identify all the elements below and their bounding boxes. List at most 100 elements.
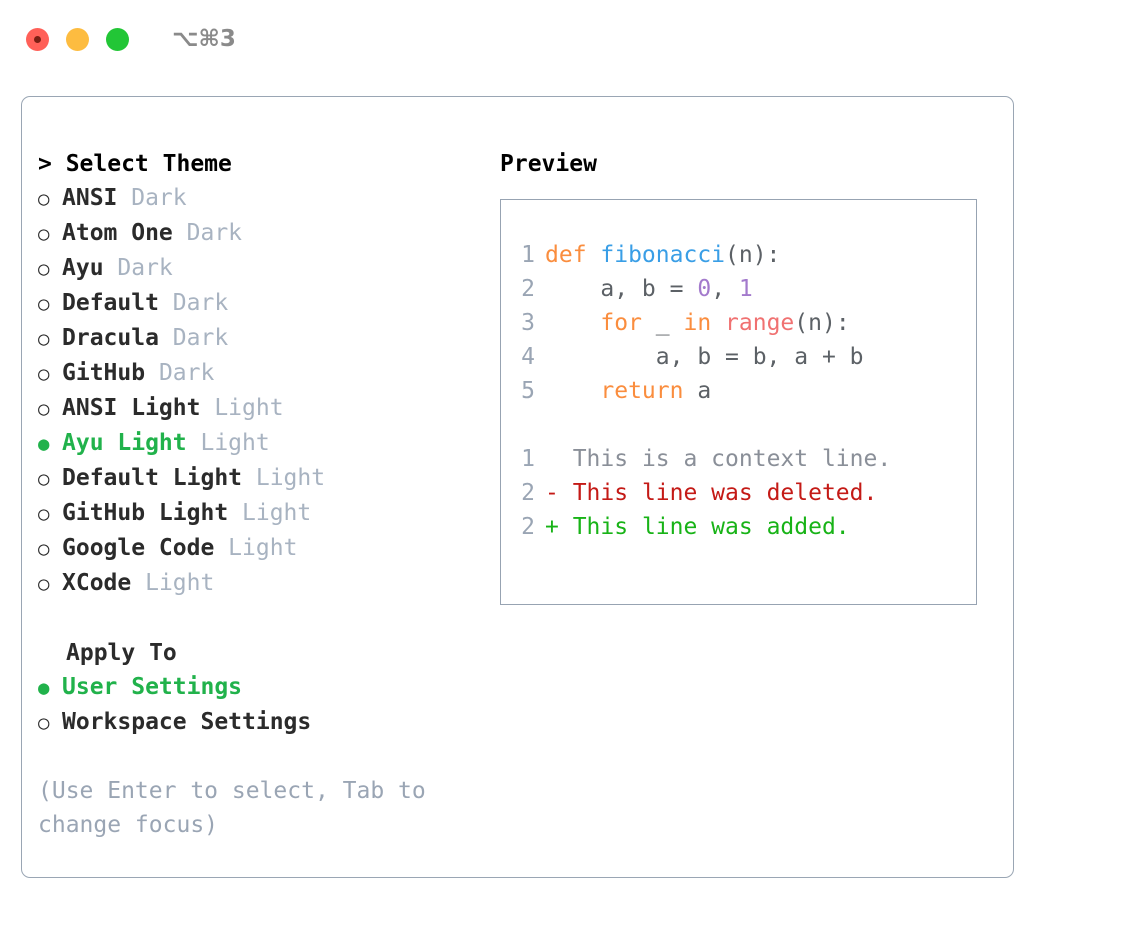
theme-option-label: ANSI	[62, 185, 118, 211]
apply-to-heading: Apply To	[66, 640, 177, 666]
code-token-punct: (n):	[794, 310, 850, 336]
theme-option-ayu-light[interactable]: ●Ayu Light Light	[38, 426, 478, 461]
line-number: 2	[521, 276, 535, 302]
theme-option-label: GitHub Light	[62, 500, 229, 526]
code-token-plain: a, b =	[545, 276, 698, 302]
code-token-fn: fibonacci	[600, 242, 726, 268]
theme-variant-badge: Light	[214, 535, 298, 561]
code-token-kw: def	[545, 242, 601, 268]
diff-line-ctx: 1 This is a context line.	[521, 442, 891, 476]
minimize-button-icon[interactable]	[66, 27, 89, 51]
code-token-plain	[545, 378, 600, 404]
theme-option-ansi-light[interactable]: ○ ANSI Light Light	[38, 391, 478, 426]
theme-variant-badge: Light	[131, 570, 215, 596]
code-line: 2 a, b = 0, 1	[521, 272, 891, 306]
main-panel: > Select Theme ○ANSI Dark○Atom One Dark○…	[21, 96, 1014, 878]
line-number: 4	[521, 344, 535, 370]
line-number: 2	[521, 514, 535, 540]
radio-unselected-icon[interactable]: ○	[38, 258, 50, 280]
code-token-plain: a, b = b, a + b	[545, 344, 864, 370]
keyboard-hint-text: (Use Enter to select, Tab to change focu…	[38, 778, 440, 838]
code-token-plain: ,	[711, 276, 739, 302]
code-token-num: 0	[697, 276, 712, 302]
theme-option-label: Dracula	[62, 325, 159, 351]
radio-unselected-icon[interactable]: ○	[38, 468, 50, 490]
diff-text: This line was deleted.	[572, 480, 878, 506]
radio-unselected-icon[interactable]: ○	[38, 223, 50, 245]
code-line: 5 return a	[521, 374, 891, 408]
theme-option-default[interactable]: ○Default Dark	[38, 286, 478, 321]
theme-option-label: Default Light	[62, 465, 243, 491]
line-number: 3	[521, 310, 535, 336]
maximize-button-icon[interactable]	[106, 27, 129, 51]
radio-unselected-icon[interactable]: ○	[38, 188, 50, 210]
radio-unselected-icon[interactable]: ○	[38, 538, 50, 560]
preview-heading: Preview	[500, 151, 597, 177]
panel-columns: > Select Theme ○ANSI Dark○Atom One Dark○…	[22, 97, 1013, 877]
code-token-plain	[711, 310, 725, 336]
code-token-plain	[545, 310, 600, 336]
theme-variant-badge: Light	[228, 500, 312, 526]
radio-selected-icon[interactable]: ●	[38, 433, 50, 455]
theme-option-github-light[interactable]: ○ GitHub Light Light	[38, 496, 478, 531]
theme-option-label: Ayu Light	[62, 430, 187, 456]
radio-unselected-icon[interactable]: ○	[38, 398, 50, 420]
code-line: 4 a, b = b, a + b	[521, 340, 891, 374]
apply-to-option-workspace-settings[interactable]: ○ Workspace Settings	[38, 705, 478, 740]
theme-option-ayu[interactable]: ○Ayu Dark	[38, 251, 478, 286]
select-theme-heading: > Select Theme	[38, 151, 232, 177]
theme-option-xcode[interactable]: ○ XCode Light	[38, 566, 478, 601]
code-token-plain: _	[641, 310, 684, 336]
theme-option-atom-one[interactable]: ○ Atom One Dark	[38, 216, 478, 251]
radio-unselected-icon[interactable]: ○	[38, 293, 50, 315]
theme-variant-badge: Dark	[103, 255, 173, 281]
theme-option-label: ANSI Light	[62, 395, 201, 421]
apply-to-option-list[interactable]: ● User Settings ○ Workspace Settings	[38, 670, 478, 740]
theme-option-label: GitHub	[62, 360, 146, 386]
theme-option-label: XCode	[62, 570, 132, 596]
diff-text: This line was added.	[572, 514, 850, 540]
radio-selected-icon[interactable]: ●	[38, 677, 50, 699]
line-number: 2	[521, 480, 535, 506]
radio-unselected-icon[interactable]: ○	[38, 503, 50, 525]
theme-option-default-light[interactable]: ○ Default Light Light	[38, 461, 478, 496]
theme-option-google-code[interactable]: ○ Google Code Light	[38, 531, 478, 566]
code-token-punct: (n):	[725, 242, 781, 268]
theme-variant-badge: Light	[242, 465, 326, 491]
theme-option-ansi[interactable]: ○ANSI Dark	[38, 181, 478, 216]
theme-variant-badge: Dark	[145, 360, 215, 386]
theme-option-dracula[interactable]: ○ Dracula Dark	[38, 321, 478, 356]
theme-variant-badge: Dark	[172, 220, 243, 246]
diff-line-del: 2- This line was deleted.	[521, 476, 891, 510]
radio-unselected-icon[interactable]: ○	[38, 712, 50, 734]
diff-marker: -	[545, 480, 573, 506]
theme-option-list[interactable]: ○ANSI Dark○Atom One Dark○Ayu Dark○Defaul…	[38, 181, 478, 601]
line-number: 5	[521, 378, 535, 404]
apply-to-option-user-settings[interactable]: ● User Settings	[38, 670, 478, 705]
diff-line-add: 2 + This line was added.	[521, 510, 891, 544]
code-token-kw: for	[600, 310, 642, 336]
theme-option-label: Default	[62, 290, 159, 316]
radio-unselected-icon[interactable]: ○	[38, 328, 50, 350]
code-token-kw: in	[683, 310, 712, 336]
radio-unselected-icon[interactable]: ○	[38, 573, 50, 595]
close-button-icon[interactable]	[26, 27, 49, 51]
theme-option-label: Atom One	[62, 220, 173, 246]
theme-picker-column: > Select Theme ○ANSI Dark○Atom One Dark○…	[38, 147, 478, 842]
radio-unselected-icon[interactable]: ○	[38, 363, 50, 385]
diff-marker: +	[545, 514, 573, 540]
theme-variant-badge: Dark	[158, 325, 229, 351]
code-token-plain: a	[683, 378, 712, 404]
theme-option-github[interactable]: ○ GitHub Dark	[38, 356, 478, 391]
diff-text: This is a context line.	[572, 446, 892, 472]
code-token-num: 1	[738, 276, 753, 302]
theme-variant-badge: Light	[200, 395, 284, 421]
apply-to-option-label: Workspace Settings	[62, 709, 312, 735]
diff-marker	[545, 446, 573, 472]
apply-to-option-label: User Settings	[62, 674, 243, 700]
theme-option-label: Google Code	[62, 535, 215, 561]
